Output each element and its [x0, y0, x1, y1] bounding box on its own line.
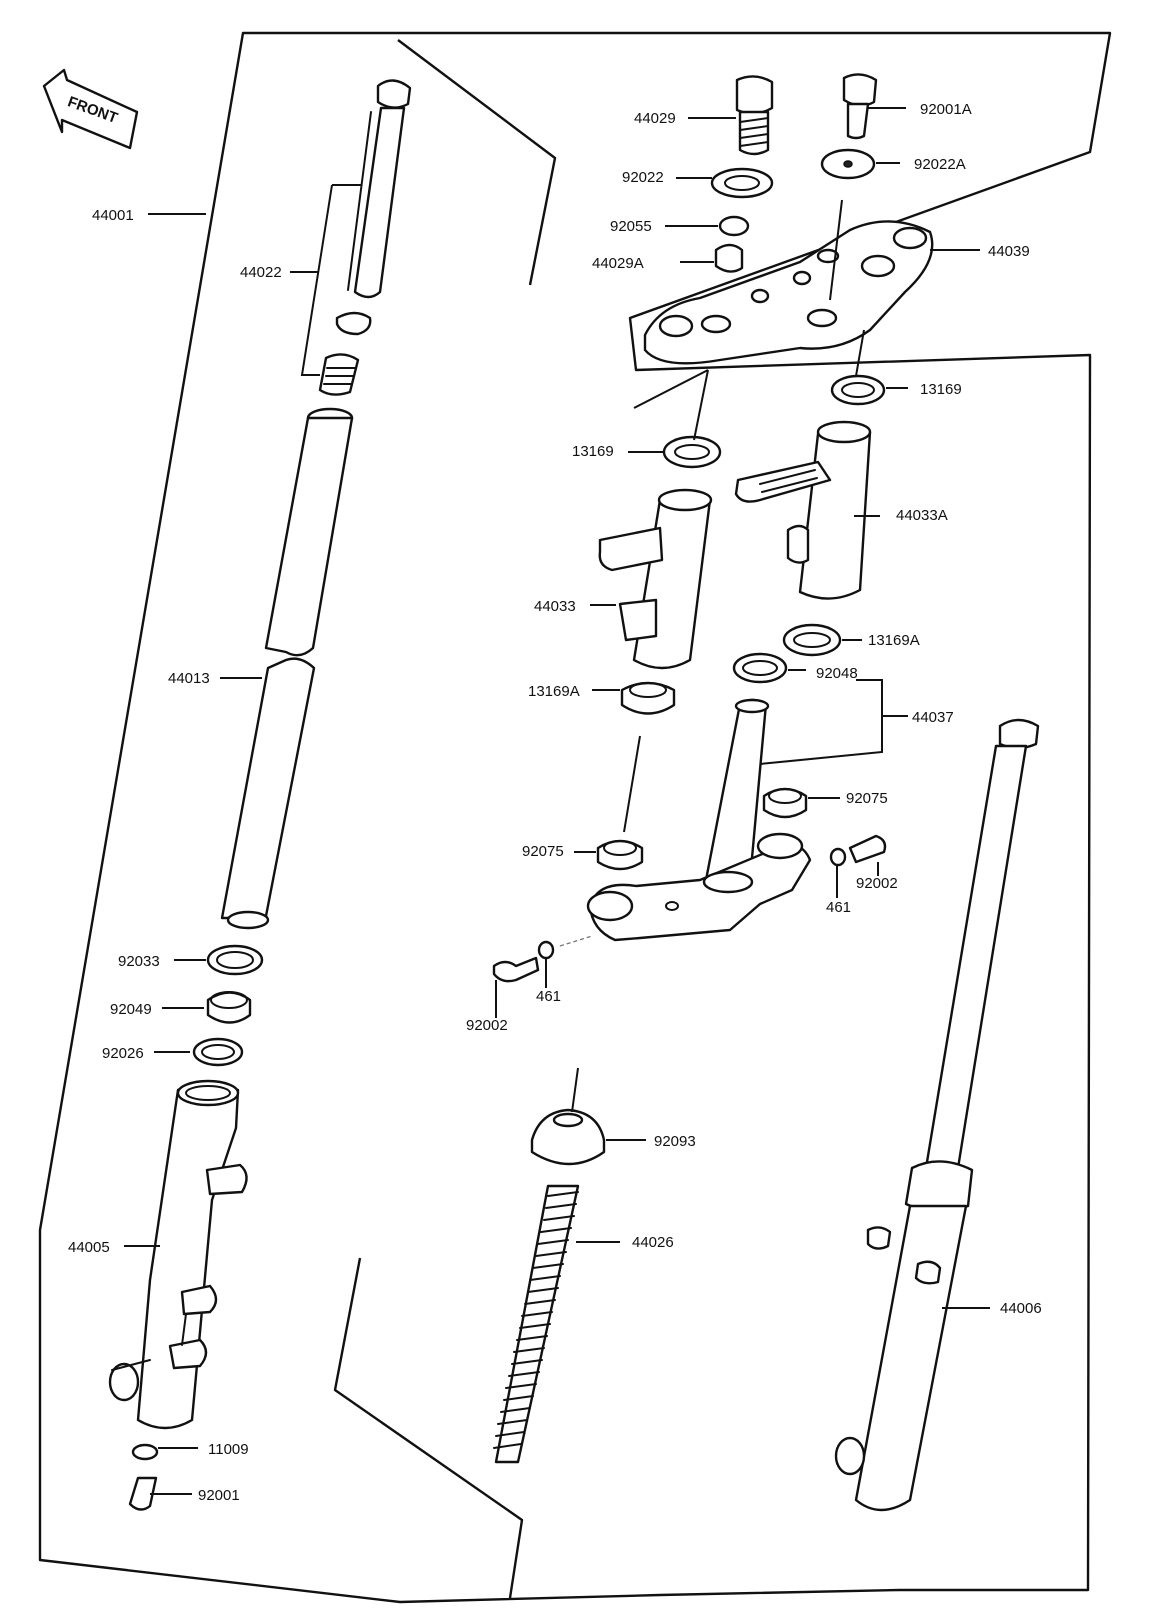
label-92001: 92001	[198, 1487, 240, 1504]
label-44006: 44006	[1000, 1300, 1042, 1317]
gasket-11009	[131, 1443, 159, 1461]
label-44013: 44013	[168, 670, 210, 687]
part-labels: 44001 44022 44013 92033 92049 92026 4400…	[68, 101, 1042, 1504]
label-13169-right: 13169	[920, 381, 962, 398]
label-92022: 92022	[622, 169, 664, 186]
handlebar-holder-right-part	[734, 420, 872, 600]
steering-stem-part	[586, 698, 812, 942]
label-92002-left: 92002	[466, 1017, 508, 1034]
label-44037: 44037	[912, 709, 954, 726]
label-44029: 44029	[634, 110, 676, 127]
label-92075-right: 92075	[846, 790, 888, 807]
label-92002-right: 92002	[856, 875, 898, 892]
outer-fork-tube-left-part	[108, 1079, 248, 1430]
assembly-frames	[38, 31, 1112, 1604]
label-92022A: 92022A	[914, 156, 966, 173]
spring-frame	[333, 1257, 524, 1599]
label-92049: 92049	[110, 1001, 152, 1018]
label-44033: 44033	[534, 598, 576, 615]
bolt-92001	[128, 1476, 158, 1511]
label-44001: 44001	[92, 207, 134, 224]
circlip-92033	[206, 944, 264, 976]
seals-and-rings	[192, 944, 264, 1067]
label-44029A: 44029A	[592, 255, 644, 272]
washers-13169	[662, 374, 886, 469]
label-92055: 92055	[610, 218, 652, 235]
label-92001A: 92001A	[920, 101, 972, 118]
label-461-right: 461	[826, 899, 851, 916]
drain-bolt-and-washer	[128, 1443, 159, 1511]
washer-92026	[192, 1037, 244, 1067]
label-13169A-left: 13169A	[528, 683, 580, 700]
pinch-bolts	[492, 834, 887, 983]
label-13169-left: 13169	[572, 443, 614, 460]
left-fork-leg-frame	[38, 31, 1112, 1604]
damper-rod-part	[318, 79, 412, 396]
spring-seat-part	[530, 1108, 606, 1166]
label-13169A-right: 13169A	[868, 632, 920, 649]
label-44005: 44005	[68, 1239, 110, 1256]
label-11009: 11009	[208, 1441, 249, 1458]
bearings-92075	[596, 787, 808, 871]
label-44022: 44022	[240, 264, 282, 281]
label-44039: 44039	[988, 243, 1030, 260]
inner-fork-tube-part	[220, 407, 354, 930]
label-44026: 44026	[632, 1234, 674, 1251]
label-92093: 92093	[654, 1133, 696, 1150]
inner-sleeve-frame	[397, 39, 557, 286]
top-bolts-and-washers	[710, 73, 878, 273]
label-44033A: 44033A	[896, 507, 948, 524]
label-92075-left: 92075	[522, 843, 564, 860]
handlebar-holder-left-part	[598, 488, 713, 670]
dust-seals	[620, 623, 842, 715]
fork-spring-part	[493, 1184, 580, 1464]
leader-lines	[124, 107, 990, 1495]
label-92048: 92048	[816, 665, 858, 682]
label-92033: 92033	[118, 953, 160, 970]
front-direction-arrow: FRONT	[42, 68, 139, 150]
upper-fork-bracket-part	[643, 220, 934, 365]
outer-fork-tube-right-part	[834, 718, 1040, 1512]
label-92026: 92026	[102, 1045, 144, 1062]
label-461-left: 461	[536, 988, 561, 1005]
